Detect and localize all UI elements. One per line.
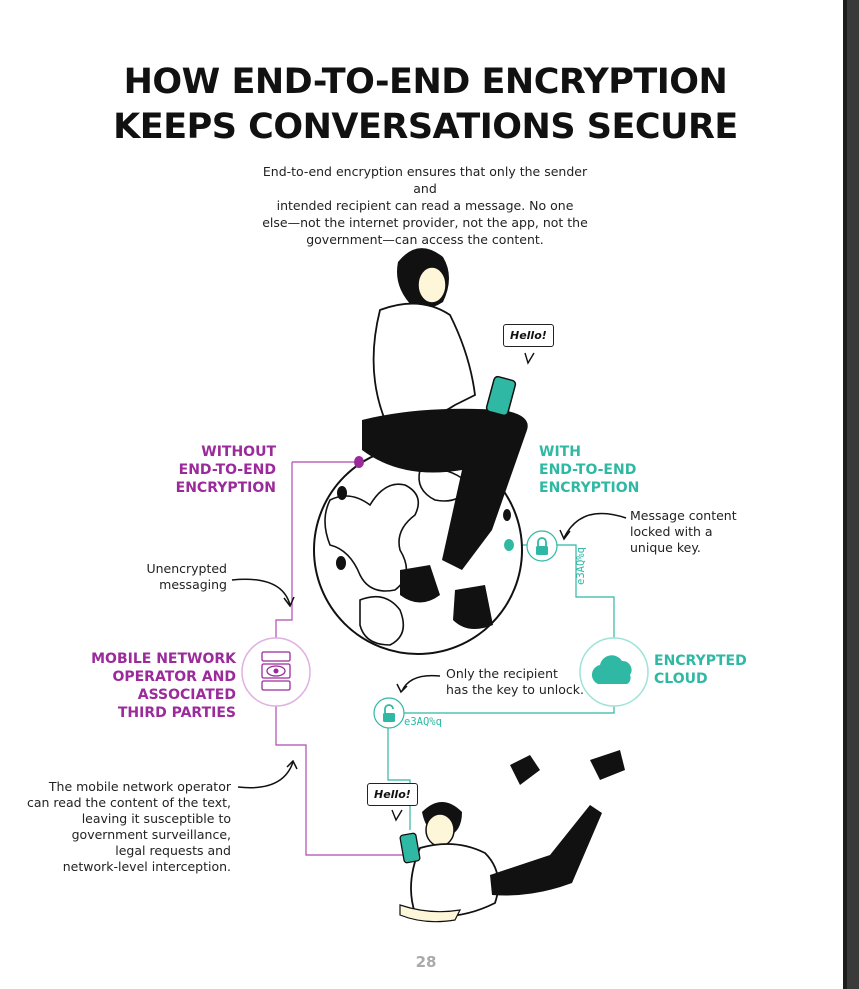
sender-illustration [362,248,528,629]
intro-line-2: intended recipient can read a message. N… [276,198,574,213]
without-encryption-label: WITHOUT END-TO-END ENCRYPTION [150,443,276,497]
without-label-line: ENCRYPTION [175,480,276,496]
title-line-1: HOW END-TO-END ENCRYPTION [123,62,728,102]
cipher-text-horizontal: e3AQ%q [404,716,442,728]
note-line: legal requests and [115,843,231,858]
operator-label-line: THIRD PARTIES [117,705,236,721]
note-line: has the key to unlock. [446,682,584,697]
intro-line-4: government—can access the content. [306,232,544,247]
note-line: government surveillance, [71,827,231,842]
title-line-2: KEEPS CONVERSATIONS SECURE [113,107,738,147]
operator-label-line: MOBILE NETWORK [91,651,236,667]
operator-label-line: ASSOCIATED [137,687,236,703]
with-label-line: END-TO-END [539,462,637,478]
unencrypted-note: Unencrypted messaging [120,561,227,593]
intro-line-1: End-to-end encryption ensures that only … [262,164,588,196]
without-label-line: END-TO-END [178,462,276,478]
note-line: messaging [159,577,227,592]
note-line: Message content [630,508,737,523]
note-line: unique key. [630,540,701,555]
unlock-icon [373,697,405,729]
server-eye-icon [241,637,311,707]
intro-line-3: else—not the internet provider, not the … [262,215,588,230]
note-line: locked with a [630,524,713,539]
with-label-line: WITH [539,444,581,460]
receiver-speech-bubble: Hello! [367,783,418,806]
with-encryption-label: WITH END-TO-END ENCRYPTION [539,443,669,497]
page-edge [843,0,859,989]
recipient-note: Only the recipient has the key to unlock… [446,666,596,698]
note-line: leaving it susceptible to [81,811,231,826]
note-line: Only the recipient [446,666,558,681]
note-line: can read the content of the text, [26,795,231,810]
operator-read-note: The mobile network operator can read the… [20,779,231,875]
with-label-line: ENCRYPTION [539,480,640,496]
cipher-text-vertical: e3AQ%q [575,547,587,585]
operator-label: MOBILE NETWORK OPERATOR AND ASSOCIATED T… [70,650,236,722]
without-label-line: WITHOUT [201,444,276,460]
arrows [231,512,627,789]
lock-icon [526,530,558,562]
page-number: 28 [415,953,437,971]
note-line: network-level interception. [62,859,231,874]
cloud-label: ENCRYPTED CLOUD [654,652,764,688]
page-title: HOW END-TO-END ENCRYPTION KEEPS CONVERSA… [0,60,851,150]
cloud-icon [579,637,649,707]
cloud-label-line: ENCRYPTED [654,653,747,669]
intro-paragraph: End-to-end encryption ensures that only … [250,163,600,248]
locked-note: Message content locked with a unique key… [630,508,760,556]
operator-label-line: OPERATOR AND [112,669,236,685]
receiver-illustration [399,750,625,923]
sender-speech-bubble: Hello! [503,324,554,347]
note-line: The mobile network operator [48,779,231,794]
cloud-label-line: CLOUD [654,671,708,687]
note-line: Unencrypted [146,561,227,576]
